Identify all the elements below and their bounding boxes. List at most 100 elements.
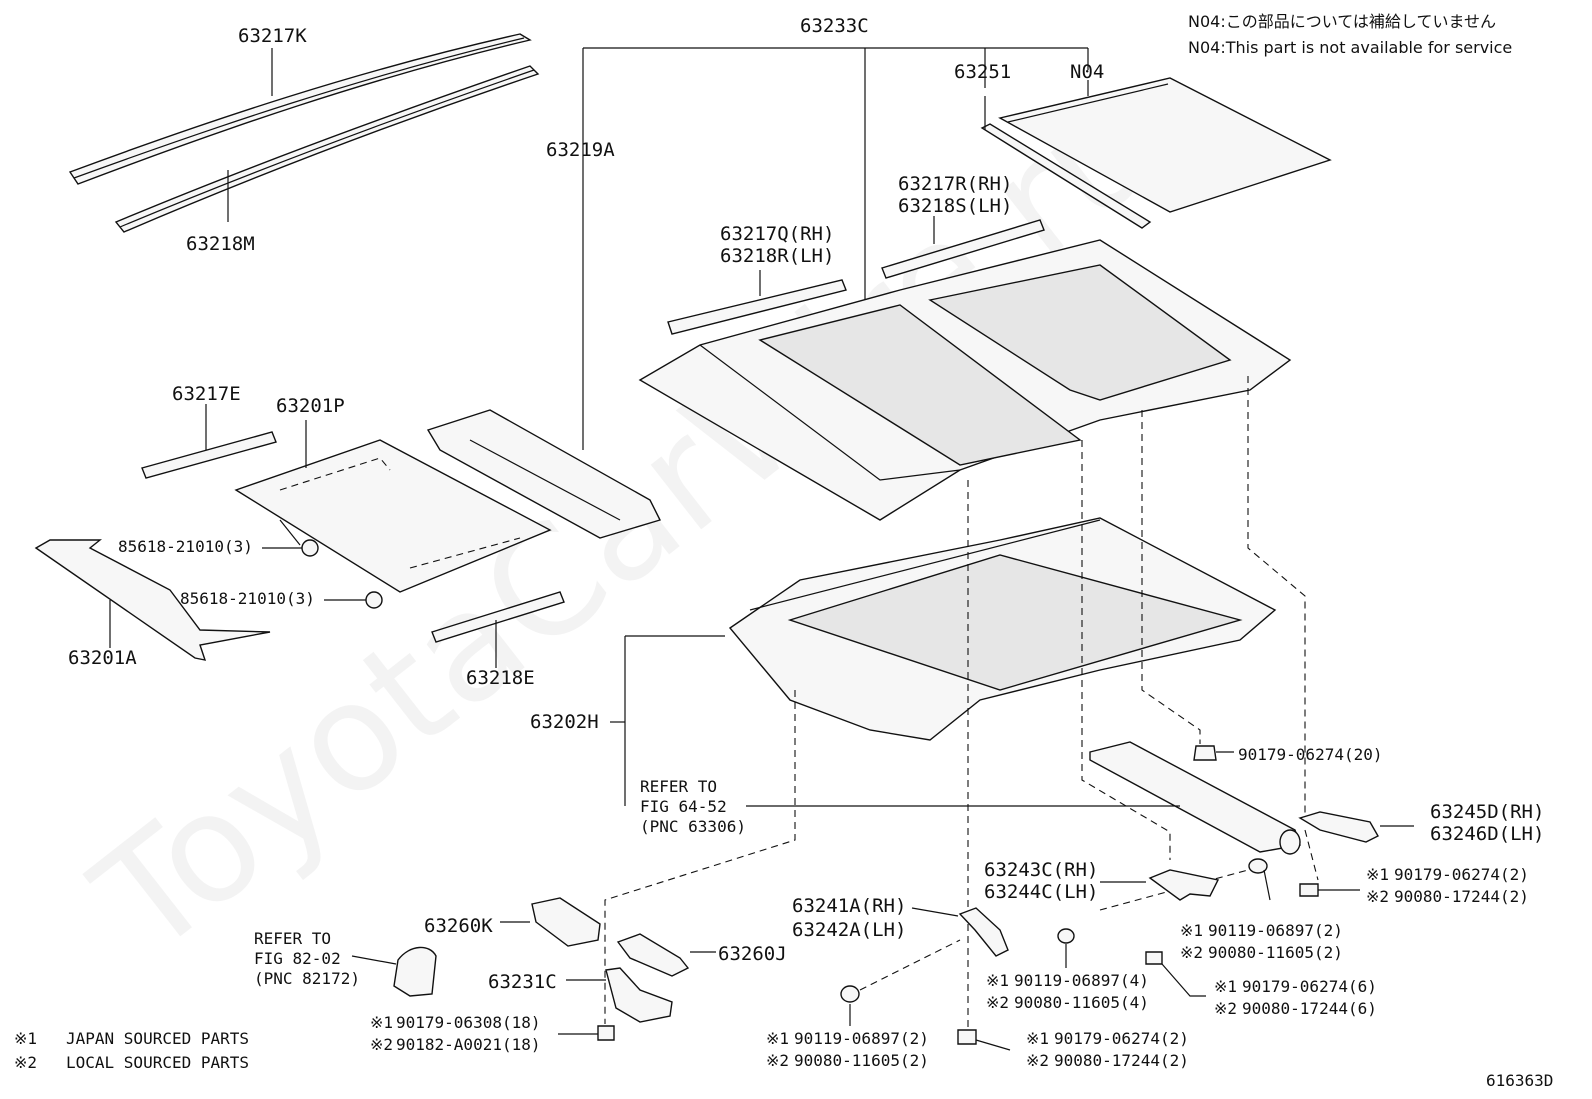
label-63202h[interactable]: 63202H bbox=[530, 711, 599, 733]
sym1-90179-06308: ※1 bbox=[370, 1013, 393, 1032]
refer-1-line2: FIG 64-52 bbox=[640, 797, 727, 816]
sym1-90179-2b: ※1 bbox=[1026, 1029, 1049, 1048]
front-trim-63201a[interactable] bbox=[34, 539, 271, 661]
label-90119-2a[interactable]: 90119-06897(2) bbox=[1208, 921, 1343, 940]
legend-sym1: ※1 bbox=[14, 1029, 37, 1048]
crossmember-63219a[interactable] bbox=[426, 409, 661, 539]
sunshade-roller[interactable] bbox=[1089, 741, 1301, 855]
figure-id: 616363D bbox=[1486, 1071, 1553, 1090]
label-63242a[interactable]: 63242A(LH) bbox=[792, 919, 906, 941]
label-63201p[interactable]: 63201P bbox=[276, 395, 345, 417]
roof-rail-63217k[interactable] bbox=[68, 33, 532, 185]
sym1-90179-6: ※1 bbox=[1214, 977, 1237, 996]
screw-90119-06897-2b[interactable] bbox=[840, 985, 860, 1026]
nut-90179-06274-2a[interactable] bbox=[1299, 883, 1360, 897]
bracket-63231c[interactable] bbox=[566, 967, 673, 1023]
label-85618-a[interactable]: 85618-21010(3) bbox=[118, 537, 253, 556]
label-90080-17244-2b[interactable]: 90080-17244(2) bbox=[1054, 1051, 1189, 1070]
label-63201a[interactable]: 63201A bbox=[68, 647, 137, 669]
label-63251[interactable]: 63251 bbox=[954, 61, 1011, 83]
screw-90119-06897-4[interactable] bbox=[1057, 928, 1075, 968]
sym2-90080-2a: ※2 bbox=[1366, 887, 1389, 906]
label-90080-11605-2b[interactable]: 90080-11605(2) bbox=[794, 1051, 929, 1070]
label-85618-b[interactable]: 85618-21010(3) bbox=[180, 589, 315, 608]
motor-63260k[interactable] bbox=[500, 897, 601, 947]
label-63219a[interactable]: 63219A bbox=[546, 139, 615, 161]
label-90179-06308[interactable]: 90179-06308(18) bbox=[396, 1013, 541, 1032]
nut-90179-06274-20[interactable] bbox=[1193, 745, 1234, 761]
label-90179-20[interactable]: 90179-06274(20) bbox=[1238, 745, 1383, 764]
note-n04-en: N04:This part is not available for servi… bbox=[1188, 38, 1512, 57]
label-90119-4[interactable]: 90119-06897(4) bbox=[1014, 971, 1149, 990]
label-63217q[interactable]: 63217Q(RH) bbox=[720, 223, 834, 245]
sym2-90182: ※2 bbox=[370, 1035, 393, 1054]
clip-85618-a[interactable] bbox=[262, 519, 319, 557]
refer-2-line2: FIG 82-02 bbox=[254, 949, 341, 968]
label-63218r[interactable]: 63218R(LH) bbox=[720, 245, 834, 267]
sym1-90179-2a: ※1 bbox=[1366, 865, 1389, 884]
label-90179-2a[interactable]: 90179-06274(2) bbox=[1394, 865, 1529, 884]
label-63241a[interactable]: 63241A(RH) bbox=[792, 895, 906, 917]
clip-85618-b[interactable] bbox=[324, 591, 383, 609]
sym1-90119-2a: ※1 bbox=[1180, 921, 1203, 940]
sym2-90080-17244-2b: ※2 bbox=[1026, 1051, 1049, 1070]
label-63243c[interactable]: 63243C(RH) bbox=[984, 859, 1098, 881]
label-90080-2a[interactable]: 90080-17244(2) bbox=[1394, 887, 1529, 906]
legend-local-sourced: LOCAL SOURCED PARTS bbox=[66, 1053, 249, 1072]
refer-2-line3: (PNC 82172) bbox=[254, 969, 360, 988]
label-63217k[interactable]: 63217K bbox=[238, 25, 307, 47]
label-90182[interactable]: 90182-A0021(18) bbox=[396, 1035, 541, 1054]
legend-sym2: ※2 bbox=[14, 1053, 37, 1072]
molding-63218e[interactable] bbox=[431, 591, 565, 643]
bracket-63243c[interactable] bbox=[1100, 869, 1220, 901]
label-90080-17244-6[interactable]: 90080-17244(6) bbox=[1242, 999, 1377, 1018]
label-63231c[interactable]: 63231C bbox=[488, 971, 557, 993]
molding-63217q[interactable] bbox=[667, 279, 847, 335]
molding-63217e[interactable] bbox=[141, 431, 277, 479]
label-90080-11605-4[interactable]: 90080-11605(4) bbox=[1014, 993, 1149, 1012]
label-63217e[interactable]: 63217E bbox=[172, 383, 241, 405]
label-63233c[interactable]: 63233C bbox=[800, 15, 869, 37]
label-63218e[interactable]: 63218E bbox=[466, 667, 535, 689]
drain-hose[interactable] bbox=[351, 946, 437, 997]
label-63217r[interactable]: 63217R(RH) bbox=[898, 173, 1012, 195]
motor-63260j[interactable] bbox=[616, 933, 716, 977]
refer-1-line1: REFER TO bbox=[640, 777, 717, 796]
headliner-63201p[interactable] bbox=[234, 439, 552, 593]
sym2-90080-11605-2a: ※2 bbox=[1180, 943, 1203, 962]
sym2-90080-11605-4: ※2 bbox=[986, 993, 1009, 1012]
sym1-90119-4: ※1 bbox=[986, 971, 1009, 990]
legend-japan-sourced: JAPAN SOURCED PARTS bbox=[66, 1029, 249, 1048]
nut-90179-06308[interactable] bbox=[558, 1025, 615, 1041]
label-90179-6[interactable]: 90179-06274(6) bbox=[1242, 977, 1377, 996]
nut-90179-06274-2b[interactable] bbox=[957, 1029, 1011, 1051]
note-n04-jp: N04:この部品については補給していません bbox=[1188, 12, 1496, 31]
weatherstrip-63251[interactable] bbox=[980, 123, 1152, 229]
label-63244c[interactable]: 63244C(LH) bbox=[984, 881, 1098, 903]
label-63218m[interactable]: 63218M bbox=[186, 233, 255, 255]
nut-90179-06274-6[interactable] bbox=[1145, 951, 1206, 997]
label-63218s[interactable]: 63218S(LH) bbox=[898, 195, 1012, 217]
roof-rail-63218m[interactable] bbox=[114, 65, 540, 233]
label-90179-2b[interactable]: 90179-06274(2) bbox=[1054, 1029, 1189, 1048]
sunroof-housing-63202h[interactable] bbox=[728, 517, 1277, 741]
roof-panel-63233c[interactable] bbox=[638, 239, 1292, 521]
label-63260k[interactable]: 63260K bbox=[424, 915, 493, 937]
label-90119-2b[interactable]: 90119-06897(2) bbox=[794, 1029, 929, 1048]
sym2-90080-11605-2b: ※2 bbox=[766, 1051, 789, 1070]
molding-63217r[interactable] bbox=[881, 219, 1045, 279]
sym2-90080-17244-6: ※2 bbox=[1214, 999, 1237, 1018]
screw-90119-06897-2a[interactable] bbox=[1248, 858, 1271, 901]
label-63246d[interactable]: 63246D(LH) bbox=[1430, 823, 1544, 845]
refer-2-line1: REFER TO bbox=[254, 929, 331, 948]
sym1-90119-2b: ※1 bbox=[766, 1029, 789, 1048]
refer-1-line3: (PNC 63306) bbox=[640, 817, 746, 836]
label-90080-11605-2a[interactable]: 90080-11605(2) bbox=[1208, 943, 1343, 962]
glass-panel-n04[interactable] bbox=[998, 77, 1332, 213]
label-n04[interactable]: N04 bbox=[1070, 61, 1104, 83]
label-63245d[interactable]: 63245D(RH) bbox=[1430, 801, 1544, 823]
bracket-63245d[interactable] bbox=[1298, 811, 1414, 843]
bracket-63241a[interactable] bbox=[911, 907, 1009, 957]
label-63260j[interactable]: 63260J bbox=[718, 943, 787, 965]
